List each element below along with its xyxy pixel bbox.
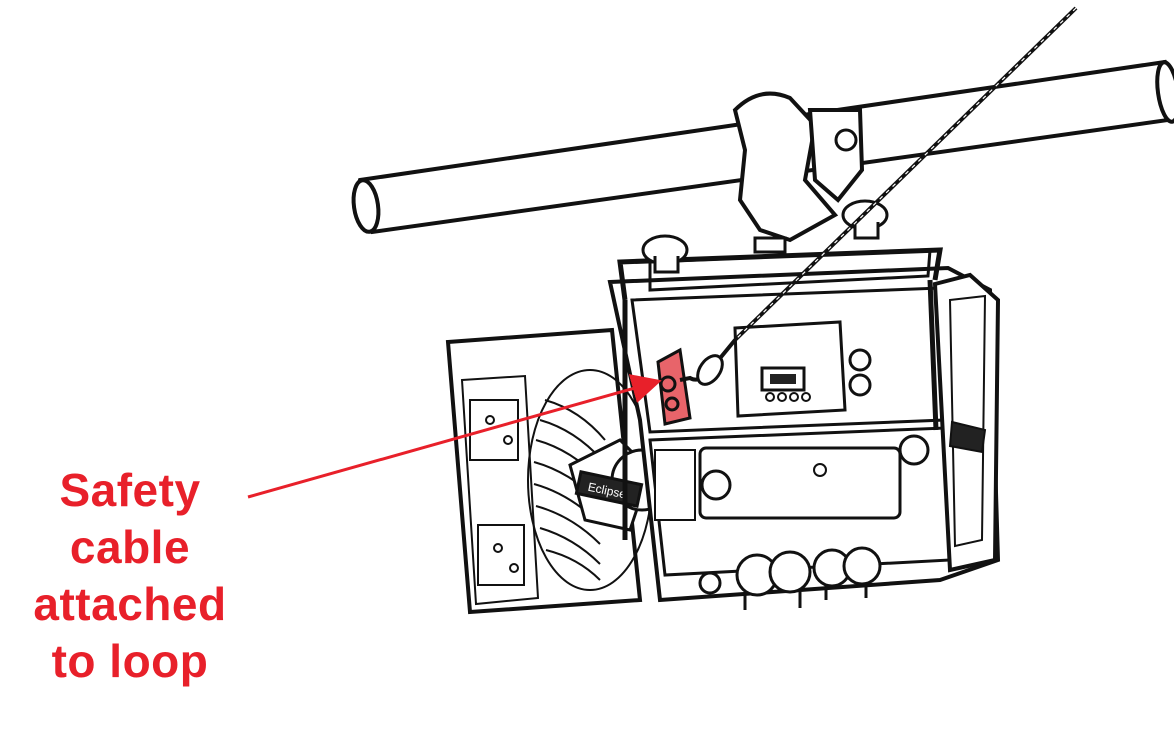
heat-sink (527, 369, 653, 591)
clamp-icon (732, 91, 865, 254)
callout-line-2: cable (69, 521, 191, 573)
safety-cable-icon (679, 6, 1078, 386)
control-panel (733, 320, 872, 418)
fixture-front-body (607, 265, 1001, 603)
callout-line-4: to loop (51, 635, 209, 687)
right-side-panel (932, 272, 1001, 573)
safety-cable-callout: Safety cable attached to loop (0, 462, 260, 690)
callout-line-3: attached (33, 578, 227, 630)
callout-line-1: Safety (59, 464, 201, 516)
yoke-frame (617, 247, 943, 540)
pointer-arrow-icon (247, 374, 662, 499)
connector-row (735, 546, 882, 610)
safety-loop-icon (656, 347, 692, 426)
